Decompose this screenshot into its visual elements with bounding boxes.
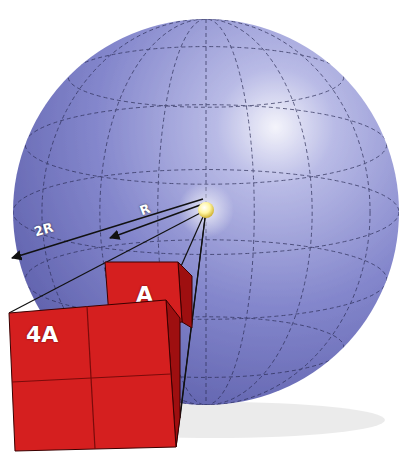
radius-arrow bbox=[110, 204, 203, 238]
area-square: 4A bbox=[4, 296, 184, 454]
radius-arrow bbox=[12, 199, 203, 258]
square-outline bbox=[4, 296, 184, 454]
area-label: 4A bbox=[26, 324, 58, 346]
light-source bbox=[198, 202, 214, 218]
